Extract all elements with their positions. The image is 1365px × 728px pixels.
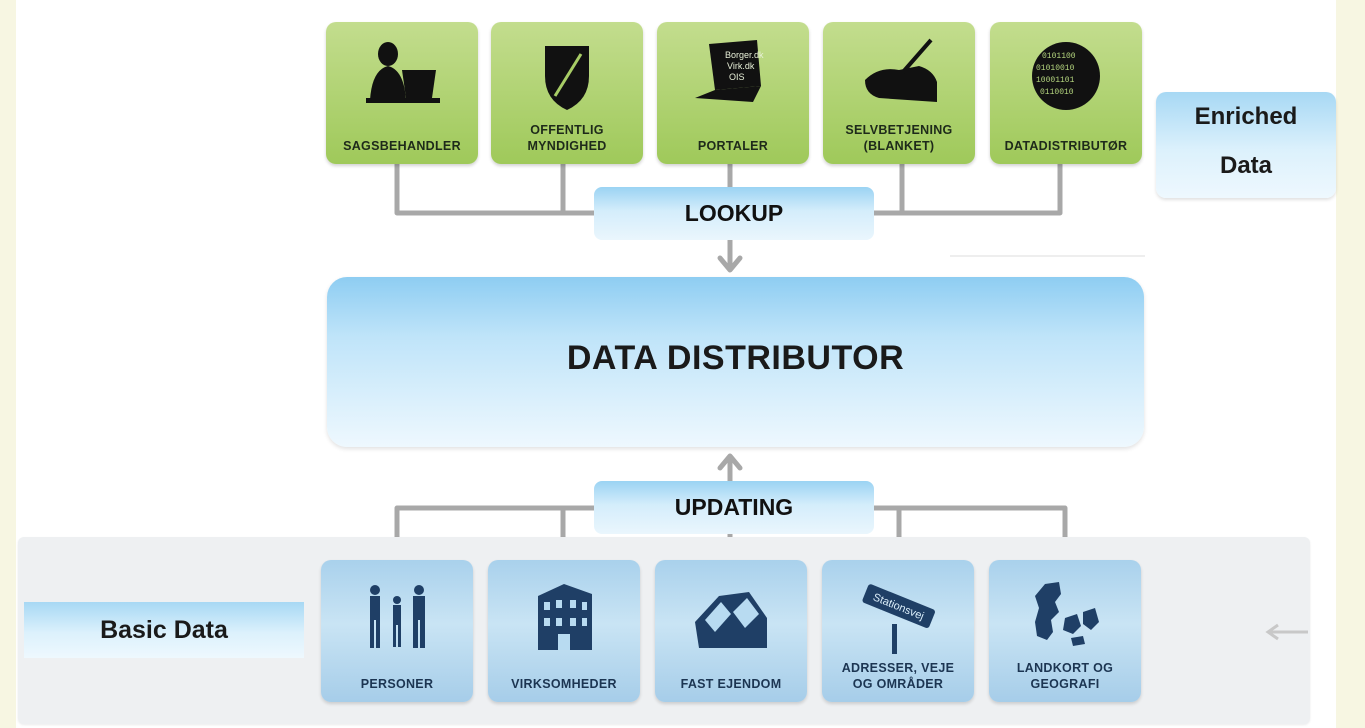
updating-bar: UPDATING — [594, 481, 874, 534]
portal-screen-line: Virk.dk — [727, 61, 755, 71]
binary-globe-icon: 0101100 01010010 10001101 0110010 — [1032, 42, 1100, 110]
writing-hand-icon — [865, 38, 937, 102]
people-icon — [370, 585, 425, 648]
data-distributor-box: DATA DISTRIBUTOR — [327, 277, 1144, 447]
denmark-map-icon — [1035, 582, 1099, 646]
source-label: OFFENTLIG MYNDIGHED — [527, 123, 607, 153]
source-label: PORTALER — [697, 139, 769, 153]
svg-text:0110010: 0110010 — [1040, 88, 1074, 97]
source-label: LANDKORT OG GEOGRAFI — [1016, 661, 1114, 691]
portal-screen-line: Borger.dk — [725, 50, 764, 60]
source-tile-selvbetjening: SELVBETJENING (BLANKET) — [823, 22, 975, 164]
source-tile-virksomheder: VIRKSOMHEDER — [488, 560, 640, 702]
data-distributor-title: DATA DISTRIBUTOR — [566, 339, 905, 377]
source-label: PERSONER — [360, 677, 434, 691]
source-tile-adresser: Stationsvej ADRESSER, VEJE OG OMRÅDER — [822, 560, 974, 702]
source-label: ADRESSER, VEJE OG OMRÅDER — [841, 661, 955, 691]
lookup-bar: LOOKUP — [594, 187, 874, 240]
source-tile-fast-ejendom: FAST EJENDOM — [655, 560, 807, 702]
source-tile-offentlig-myndighed: OFFENTLIG MYNDIGHED — [491, 22, 643, 164]
source-label: VIRKSOMHEDER — [511, 677, 617, 691]
left-edge-strip — [0, 0, 16, 728]
source-tile-portaler: Borger.dk Virk.dk OIS PORTALER — [657, 22, 809, 164]
source-tile-sagsbehandler: SAGSBEHANDLER — [326, 22, 478, 164]
house-icon — [695, 592, 767, 648]
enriched-data-box: Enriched Data — [1156, 92, 1336, 198]
coat-of-arms-icon — [545, 46, 589, 110]
basic-data-label: Basic Data — [24, 602, 304, 658]
street-sign-icon: Stationsvej — [862, 584, 935, 654]
source-tile-personer: PERSONER — [321, 560, 473, 702]
source-label: SELVBETJENING (BLANKET) — [845, 123, 953, 153]
svg-text:10001101: 10001101 — [1036, 76, 1075, 85]
enriched-data-line: Enriched — [1194, 103, 1298, 130]
svg-text:01010010: 01010010 — [1036, 64, 1075, 73]
caseworker-icon — [366, 42, 440, 103]
portal-laptop-icon: Borger.dk Virk.dk OIS — [695, 40, 764, 102]
right-edge-strip — [1336, 0, 1365, 728]
source-label: DATADISTRIBUTØR — [1004, 139, 1128, 153]
portal-screen-line: OIS — [729, 72, 745, 82]
source-label: FAST EJENDOM — [680, 677, 782, 691]
enriched-data-line: Data — [1219, 152, 1273, 179]
source-tile-datadistributor: 0101100 01010010 10001101 0110010 DATADI… — [990, 22, 1142, 164]
arrow-left-icon — [1265, 623, 1308, 641]
source-tile-landkort: LANDKORT OG GEOGRAFI — [989, 560, 1141, 702]
source-label: SAGSBEHANDLER — [343, 139, 461, 153]
building-icon — [538, 584, 592, 650]
svg-text:0101100: 0101100 — [1042, 52, 1076, 61]
